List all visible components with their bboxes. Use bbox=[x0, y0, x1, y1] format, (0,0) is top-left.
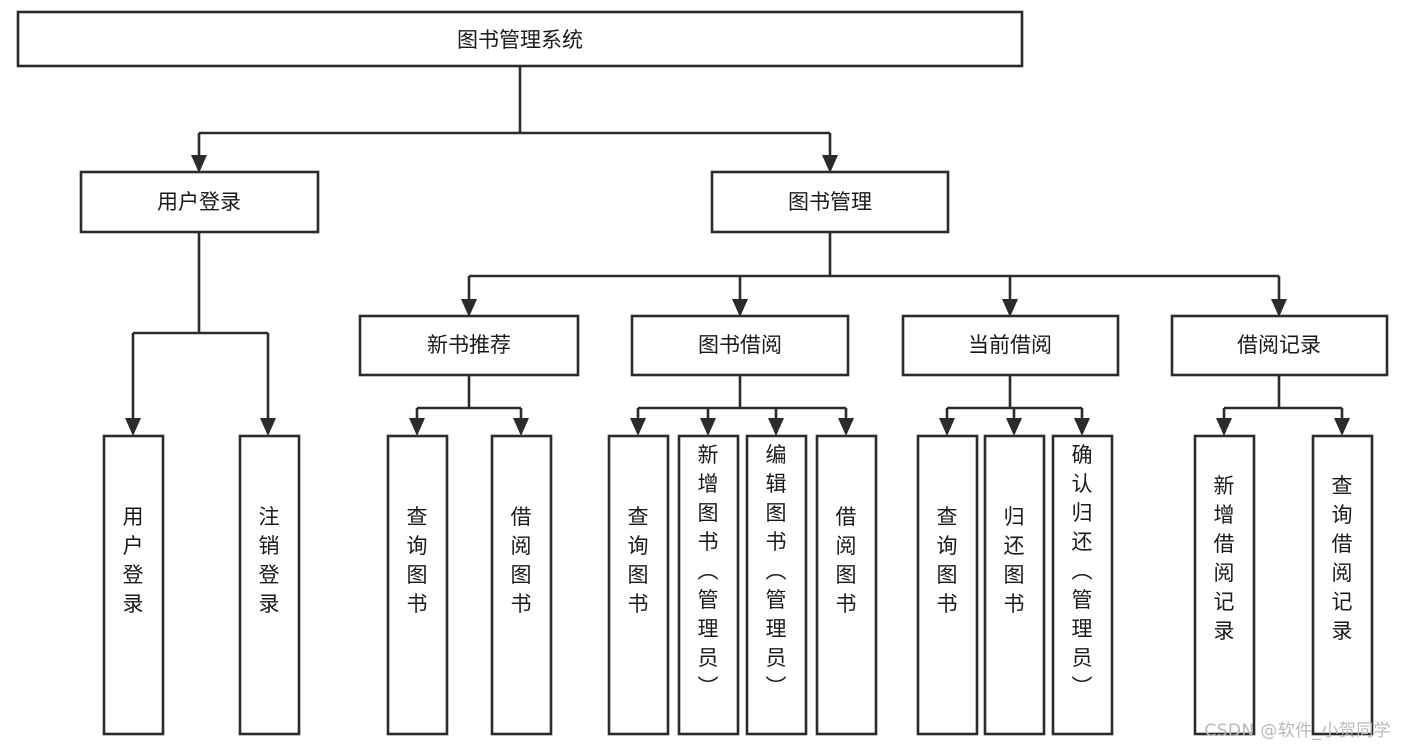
node-label-book-manage: 图书管理 bbox=[788, 190, 872, 214]
leaf-node[interactable]: 借阅图书 bbox=[490, 434, 553, 736]
arrowhead-leaf-user-login bbox=[125, 418, 141, 436]
arrowhead-br-leaf2 bbox=[1334, 418, 1350, 436]
node-label-root: 图书管理系统 bbox=[457, 28, 583, 52]
arrowhead-book-manage bbox=[822, 155, 838, 173]
node-current-borrow[interactable]: 当前借阅 bbox=[901, 314, 1120, 377]
leaf-label-bb-add-book: 新增图书︵管理员︶ bbox=[698, 443, 719, 699]
node-book-manage[interactable]: 图书管理 bbox=[710, 170, 950, 234]
arrowhead-new-book bbox=[461, 299, 477, 317]
leaf-box-nb-query-book[interactable] bbox=[386, 434, 449, 736]
node-box-new-book-recommend[interactable] bbox=[358, 314, 580, 377]
leaf-box-cb-query-book[interactable] bbox=[916, 434, 979, 736]
leaf-box-nb-borrow-book[interactable] bbox=[490, 434, 553, 736]
arrowhead-cb-leaf2 bbox=[1006, 418, 1022, 436]
leaf-label-bb-borrow-book: 借阅图书 bbox=[836, 505, 857, 616]
leaf-box-bb-borrow-book[interactable] bbox=[815, 434, 878, 736]
leaf-label-logout: 注销登录 bbox=[259, 505, 280, 616]
leaf-node[interactable]: 注销登录 bbox=[238, 434, 301, 736]
arrowhead-cb-leaf3 bbox=[1074, 418, 1090, 436]
leaf-node[interactable]: 新增借阅记录 bbox=[1193, 434, 1256, 736]
arrowhead-nb-leaf1 bbox=[409, 418, 425, 436]
node-borrow-record[interactable]: 借阅记录 bbox=[1170, 314, 1389, 377]
arrowhead-br-leaf1 bbox=[1216, 418, 1232, 436]
leaf-box-bb-edit-book[interactable] bbox=[745, 434, 808, 736]
arrowhead-borrow-book bbox=[732, 299, 748, 317]
leaf-node[interactable]: 确认归还︵管理员︶ bbox=[1051, 434, 1114, 736]
leaf-label-bb-query-book: 查询图书 bbox=[628, 505, 649, 616]
arrowhead-current-borrow bbox=[1002, 299, 1018, 317]
leaf-node[interactable]: 归还图书 bbox=[983, 434, 1046, 736]
node-box-current-borrow[interactable] bbox=[901, 314, 1120, 377]
leaf-box-cb-confirm-return[interactable] bbox=[1051, 434, 1114, 736]
leaf-label-cb-return-book: 归还图书 bbox=[1004, 505, 1025, 616]
arrowhead-bb-leaf1 bbox=[630, 418, 646, 436]
node-box-book-borrow[interactable] bbox=[630, 314, 850, 377]
node-root-system[interactable]: 图书管理系统 bbox=[16, 10, 1024, 68]
leaf-label-bb-edit-book: 编辑图书︵管理员︶ bbox=[766, 443, 787, 699]
leaf-label-user-login: 用户登录 bbox=[123, 505, 144, 616]
arrowhead-bb-leaf4 bbox=[838, 418, 854, 436]
arrowhead-leaf-logout bbox=[260, 418, 276, 436]
node-label-book-borrow: 图书借阅 bbox=[698, 333, 782, 357]
node-label-new-book-recommend: 新书推荐 bbox=[427, 333, 511, 357]
arrowhead-nb-leaf2 bbox=[513, 418, 529, 436]
arrowhead-bb-leaf3 bbox=[768, 418, 784, 436]
leaf-node[interactable]: 查询图书 bbox=[916, 434, 979, 736]
leaf-label-br-query-record: 查询借阅记录 bbox=[1332, 474, 1353, 643]
leaf-box-br-add-record[interactable] bbox=[1193, 434, 1256, 736]
leaf-box-bb-query-book[interactable] bbox=[607, 434, 670, 736]
leaf-node[interactable]: 查询借阅记录 bbox=[1311, 434, 1374, 736]
arrowhead-borrow-record bbox=[1271, 299, 1287, 317]
leaf-label-nb-query-book: 查询图书 bbox=[407, 505, 428, 616]
leaf-node[interactable]: 编辑图书︵管理员︶ bbox=[745, 434, 808, 736]
leaf-label-cb-query-book: 查询图书 bbox=[937, 505, 958, 616]
leaf-node[interactable]: 用户登录 bbox=[102, 434, 165, 736]
leaf-label-br-add-record: 新增借阅记录 bbox=[1214, 474, 1235, 643]
node-label-user-login: 用户登录 bbox=[157, 190, 241, 214]
node-book-borrow[interactable]: 图书借阅 bbox=[630, 314, 850, 377]
leaf-node[interactable]: 新增图书︵管理员︶ bbox=[677, 434, 740, 736]
leaf-node[interactable]: 借阅图书 bbox=[815, 434, 878, 736]
leaf-node[interactable]: 查询图书 bbox=[386, 434, 449, 736]
leaf-box-cb-return-book[interactable] bbox=[983, 434, 1046, 736]
node-box-book-manage[interactable] bbox=[710, 170, 950, 234]
leaf-label-cb-confirm-return: 确认归还︵管理员︶ bbox=[1072, 443, 1093, 699]
leaf-box-user-login[interactable] bbox=[102, 434, 165, 736]
node-new-book-recommend[interactable]: 新书推荐 bbox=[358, 314, 580, 377]
node-user-login[interactable]: 用户登录 bbox=[79, 170, 320, 234]
leaf-label-nb-borrow-book: 借阅图书 bbox=[511, 505, 532, 616]
node-label-current-borrow: 当前借阅 bbox=[968, 333, 1052, 357]
arrowhead-cb-leaf1 bbox=[939, 418, 955, 436]
leaf-box-logout[interactable] bbox=[238, 434, 301, 736]
leaf-box-bb-add-book[interactable] bbox=[677, 434, 740, 736]
node-box-user-login[interactable] bbox=[79, 170, 320, 234]
leaf-node[interactable]: 查询图书 bbox=[607, 434, 670, 736]
arrowhead-bb-leaf2 bbox=[700, 418, 716, 436]
connector-layer bbox=[125, 66, 1350, 436]
node-label-borrow-record: 借阅记录 bbox=[1237, 333, 1321, 357]
arrowhead-user-login bbox=[191, 155, 207, 173]
node-box-root[interactable] bbox=[16, 10, 1024, 68]
leaf-box-br-query-record[interactable] bbox=[1311, 434, 1374, 736]
node-box-borrow-record[interactable] bbox=[1170, 314, 1389, 377]
